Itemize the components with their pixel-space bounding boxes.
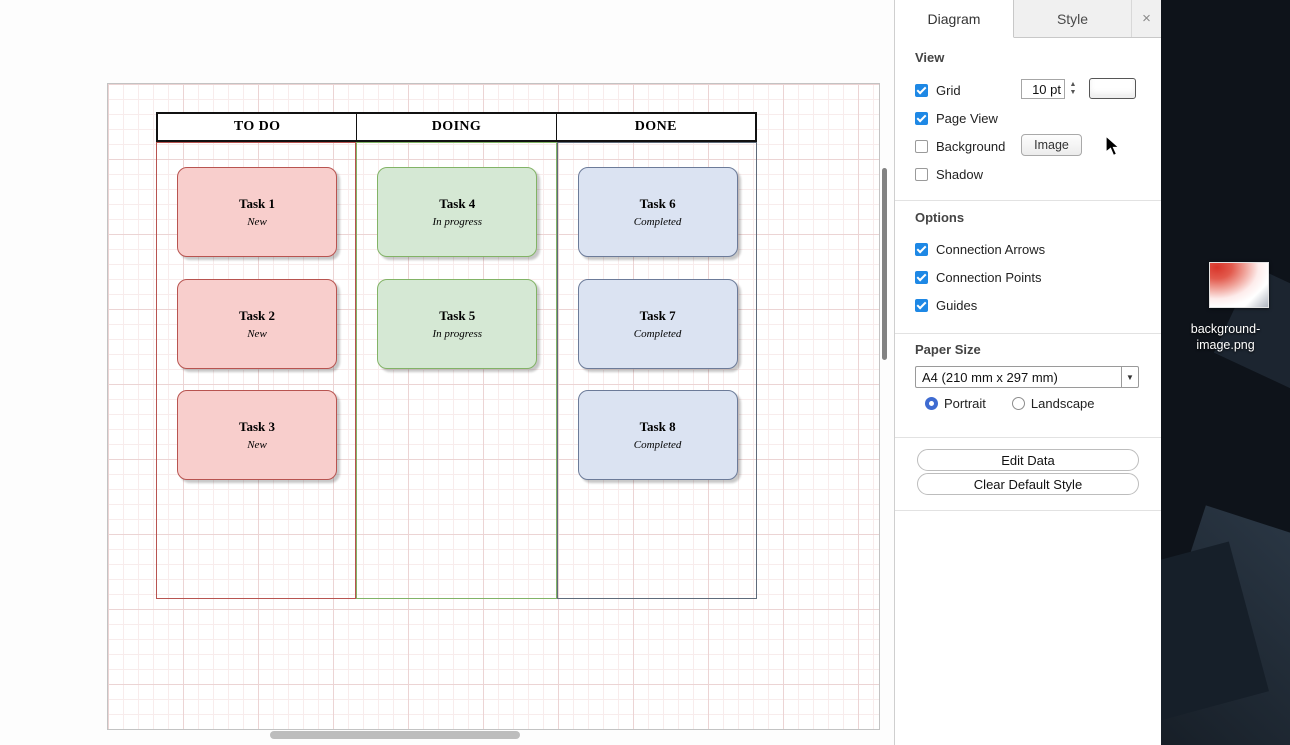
connection-arrows-checkbox-row[interactable]: Connection Arrows	[915, 239, 1045, 259]
diagram-page[interactable]: TO DO DOING DONE Task 1 New Task 2 New	[107, 83, 880, 730]
dropdown-arrow-icon[interactable]: ▼	[1121, 367, 1138, 387]
kanban-columns: Task 1 New Task 2 New Task 3 New	[156, 142, 757, 599]
connection-points-checkbox-row[interactable]: Connection Points	[915, 267, 1042, 287]
spinner-down-icon[interactable]: ▼	[1069, 89, 1077, 96]
column-done[interactable]: Task 6 Completed Task 7 Completed Task 8…	[556, 142, 757, 599]
column-todo[interactable]: Task 1 New Task 2 New Task 3 New	[156, 142, 357, 599]
shadow-label: Shadow	[936, 166, 983, 182]
task-title: Task 4	[439, 196, 476, 211]
grid-checkbox-row[interactable]: Grid	[915, 80, 961, 100]
task-card[interactable]: Task 7 Completed	[577, 279, 738, 369]
view-section-title: View	[915, 50, 945, 65]
shadow-checkbox[interactable]	[915, 167, 928, 181]
close-icon[interactable]: ×	[1142, 10, 1151, 27]
landscape-label: Landscape	[1030, 396, 1095, 411]
task-status: New	[247, 439, 267, 451]
task-status: Completed	[633, 216, 682, 228]
column-header-doing[interactable]: DOING	[356, 114, 555, 140]
task-title: Task 7	[639, 308, 676, 323]
edit-data-button[interactable]: Edit Data	[917, 449, 1139, 471]
horizontal-scrollbar[interactable]	[270, 731, 520, 739]
grid-size-input[interactable]	[1021, 79, 1065, 99]
task-title: Task 5	[439, 308, 476, 323]
paper-size-section-title: Paper Size	[915, 342, 981, 357]
guides-checkbox-row[interactable]: Guides	[915, 295, 977, 315]
portrait-radio[interactable]	[925, 397, 938, 410]
section-divider	[895, 333, 1161, 334]
diagram-canvas[interactable]: TO DO DOING DONE Task 1 New Task 2 New	[0, 0, 894, 745]
shadow-checkbox-row[interactable]: Shadow	[915, 164, 983, 184]
paper-size-selected-value: A4 (210 mm x 297 mm)	[922, 369, 1058, 385]
guides-checkbox[interactable]	[915, 298, 928, 312]
task-title: Task 3	[238, 419, 276, 434]
spinner-up-icon[interactable]: ▲	[1069, 81, 1077, 88]
tab-diagram[interactable]: Diagram	[895, 0, 1014, 38]
task-status: In progress	[432, 328, 483, 340]
desktop-wallpaper: background-image.png	[1161, 0, 1290, 745]
format-panel: Diagram Style × View Grid ▲ ▼ Page View …	[894, 0, 1161, 745]
desktop-file-label: background-image.png	[1190, 322, 1261, 353]
task-card[interactable]: Task 2 New	[177, 279, 337, 369]
kanban-header-row: TO DO DOING DONE	[156, 112, 757, 142]
grid-label: Grid	[936, 82, 961, 98]
task-title: Task 6	[639, 196, 676, 211]
landscape-radio[interactable]	[1011, 397, 1025, 410]
task-card[interactable]: Task 8 Completed	[577, 390, 738, 480]
task-status: Completed	[633, 328, 682, 340]
page-view-checkbox-row[interactable]: Page View	[915, 108, 998, 128]
task-card[interactable]: Task 1 New	[177, 167, 337, 257]
vertical-scrollbar[interactable]	[882, 168, 887, 360]
task-title: Task 8	[639, 419, 676, 434]
orientation-radio-group: Portrait Landscape	[925, 396, 1095, 411]
task-title: Task 2	[238, 308, 276, 323]
task-card[interactable]: Task 4 In progress	[377, 167, 538, 257]
background-checkbox-row[interactable]: Background	[915, 136, 1005, 156]
grid-size-spinner: ▲ ▼	[1067, 79, 1079, 99]
task-title: Task 1	[238, 196, 276, 211]
column-doing[interactable]: Task 4 In progress Task 5 In progress	[356, 142, 557, 599]
desktop-file-icon[interactable]	[1209, 262, 1269, 308]
portrait-label: Portrait	[944, 396, 986, 411]
guides-label: Guides	[936, 297, 978, 313]
connection-arrows-checkbox[interactable]	[915, 242, 928, 256]
task-status: New	[247, 328, 267, 340]
section-divider	[895, 200, 1161, 201]
format-tabs: Diagram Style ×	[895, 0, 1161, 38]
options-section-title: Options	[915, 210, 965, 225]
paper-size-select[interactable]: A4 (210 mm x 297 mm) ▼	[915, 366, 1139, 388]
task-card[interactable]: Task 3 New	[177, 390, 337, 480]
connection-arrows-label: Connection Arrows	[936, 241, 1046, 257]
task-card[interactable]: Task 5 In progress	[377, 279, 538, 369]
page-view-checkbox[interactable]	[915, 111, 928, 125]
column-header-done[interactable]: DONE	[555, 114, 755, 140]
connection-points-label: Connection Points	[936, 269, 1042, 285]
section-divider	[895, 510, 1161, 511]
grid-checkbox[interactable]	[915, 83, 928, 97]
task-status: In progress	[432, 216, 483, 228]
background-label: Background	[936, 138, 1006, 154]
task-status: Completed	[633, 439, 682, 451]
background-checkbox[interactable]	[915, 139, 928, 153]
tab-style[interactable]: Style	[1014, 0, 1132, 37]
column-header-todo[interactable]: TO DO	[233, 119, 281, 134]
kanban-board[interactable]: TO DO DOING DONE Task 1 New Task 2 New	[156, 112, 757, 599]
task-status: New	[247, 216, 267, 228]
section-divider	[895, 437, 1161, 438]
page-view-label: Page View	[936, 110, 998, 126]
grid-color-swatch[interactable]	[1089, 78, 1136, 99]
background-image-button[interactable]: Image	[1021, 134, 1082, 156]
task-card[interactable]: Task 6 Completed	[577, 167, 738, 257]
connection-points-checkbox[interactable]	[915, 270, 928, 284]
clear-default-style-button[interactable]: Clear Default Style	[917, 473, 1139, 495]
